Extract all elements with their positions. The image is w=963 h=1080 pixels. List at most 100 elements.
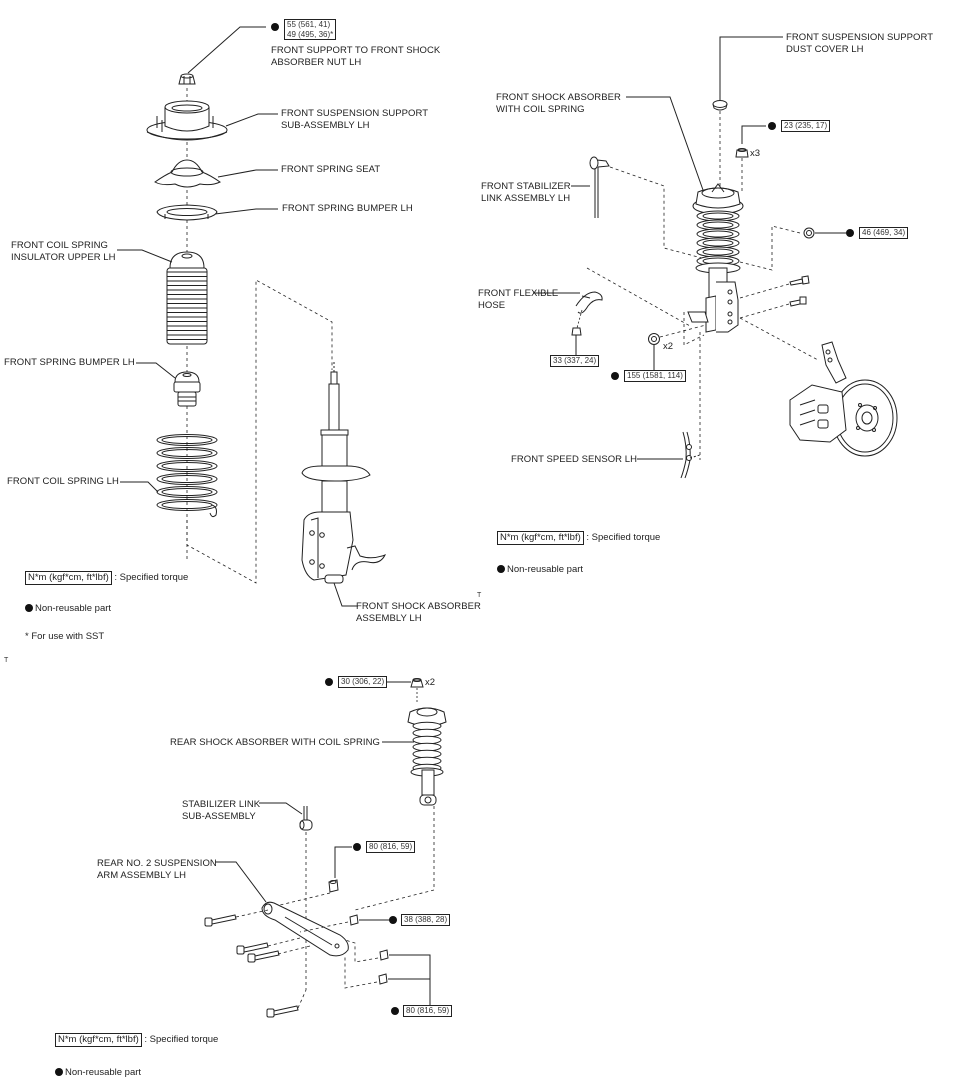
dust-cover-part	[712, 100, 728, 111]
legend-torque-unit: N*m (kgf*cm, ft*lbf)	[55, 1033, 142, 1047]
coil-turn	[412, 735, 442, 745]
rear-shock-with-coil-spring-part	[407, 707, 447, 806]
bellows-ribs	[167, 271, 207, 340]
knuckle-nut-part	[648, 333, 660, 345]
non-reusable-dot-icon	[497, 565, 505, 573]
coil-turn	[156, 460, 218, 472]
label-front-coil-spring-insulator: FRONT COIL SPRING INSULATOR UPPER LH	[11, 240, 116, 263]
legend-non-reusable: Non-reusable part	[55, 1067, 141, 1079]
coil-turn-inner	[161, 475, 213, 483]
legend-torque: N*m (kgf*cm, ft*lbf) : Specified torque	[25, 571, 188, 585]
coil-turn	[412, 721, 442, 731]
coil-turn-inner	[702, 239, 734, 247]
front-shock-absorber-assembly-part	[301, 362, 387, 607]
coil-turn	[156, 499, 218, 511]
torque-rear-arm-nut: 38 (388, 28)	[401, 914, 451, 926]
rear-stabilizer-link-part	[299, 806, 313, 831]
torque-upper-nuts: 23 (235, 17)	[781, 120, 831, 132]
non-reusable-marker	[611, 372, 619, 380]
qty-knuckle-nuts: x2	[663, 341, 674, 352]
legend-sst-note: * For use with SST	[25, 631, 105, 642]
legend-non-reusable-text: Non-reusable part	[35, 603, 112, 614]
label-rear-stabilizer-link: STABILIZER LINK SUB-ASSEMBLY	[182, 799, 261, 822]
legend-torque-desc: : Specified torque	[144, 1034, 219, 1045]
torque-support-nut: 55 (561, 41) 49 (495, 36)*	[284, 19, 337, 40]
qty-rear-upper-nuts: x2	[425, 677, 436, 688]
coil-turn-inner	[161, 436, 213, 444]
coil-turn	[156, 434, 218, 446]
spring-bumper-upper-part	[156, 204, 218, 221]
coil-turn-inner	[702, 248, 734, 256]
torque-rear-upper-nuts: 30 (306, 22)	[338, 676, 388, 688]
front-flexible-hose-part	[575, 291, 603, 314]
rear-arm-nut-part	[349, 914, 359, 926]
section-marker: T	[4, 657, 9, 664]
torque-hose-bolt: 33 (337, 24)	[550, 355, 600, 367]
label-front-spring-bumper-upper: FRONT SPRING BUMPER LH	[282, 203, 413, 214]
label-front-spring-seat: FRONT SPRING SEAT	[281, 164, 381, 175]
steering-knuckle-brake-part	[789, 341, 898, 457]
rear-upper-nut-part	[410, 678, 424, 688]
non-reusable-dot-icon	[55, 1068, 63, 1076]
rear-suspension-arm-part	[261, 901, 349, 957]
coil-turn-inner	[161, 488, 213, 496]
section-marker: T	[477, 592, 482, 599]
bolt-shank	[273, 1005, 299, 1016]
non-reusable-marker	[846, 229, 854, 237]
coil-turn	[156, 447, 218, 459]
label-rear-shock-with-coil-spring: REAR SHOCK ABSORBER WITH COIL SPRING	[170, 737, 380, 748]
front-speed-sensor-part	[680, 431, 692, 479]
hose-bolt-part	[571, 327, 582, 342]
coil-turn-inner	[702, 212, 734, 220]
non-reusable-marker	[391, 1007, 399, 1015]
bolt-head	[204, 917, 213, 927]
legend-non-reusable: Non-reusable part	[497, 564, 583, 576]
label-front-speed-sensor: FRONT SPEED SENSOR LH	[511, 454, 637, 465]
bolt-shank	[211, 914, 237, 925]
front-shock-with-coil-spring-part	[687, 183, 744, 333]
torque-stabilizer-nut: 46 (469, 34)	[859, 227, 909, 239]
coil-turn-inner	[702, 230, 734, 238]
coil-spring-insulator-part	[166, 251, 208, 345]
bolt-head	[266, 1008, 275, 1018]
upper-nut-part	[735, 148, 749, 158]
coil-turn	[156, 486, 218, 498]
non-reusable-marker	[325, 678, 333, 686]
rear-arm-bolts-part	[204, 909, 311, 1018]
label-front-suspension-support: FRONT SUSPENSION SUPPORT SUB-ASSEMBLY LH	[281, 108, 429, 131]
spring-seat-part	[154, 159, 221, 188]
non-reusable-dot-icon	[25, 604, 33, 612]
coil-turn	[412, 742, 442, 752]
bolt-shank	[254, 950, 280, 961]
rear-stabilizer-nut-part	[328, 879, 339, 893]
qty-upper-nuts: x3	[750, 148, 761, 159]
label-front-stabilizer-link: FRONT STABILIZER LINK ASSEMBLY LH	[481, 181, 571, 204]
legend-torque-unit: N*m (kgf*cm, ft*lbf)	[25, 571, 112, 585]
legend-torque-desc: : Specified torque	[114, 572, 189, 583]
coil-turn-inner	[161, 462, 213, 470]
coil-turn-inner	[702, 221, 734, 229]
non-reusable-marker	[271, 23, 279, 31]
non-reusable-marker	[353, 843, 361, 851]
rear-lower-nut-1-part	[379, 949, 389, 961]
legend-non-reusable-text: Non-reusable part	[507, 564, 584, 575]
legend-torque: N*m (kgf*cm, ft*lbf) : Specified torque	[497, 531, 660, 545]
suspension-support-part	[146, 100, 228, 141]
coil-turn	[412, 728, 442, 738]
coil-turn-inner	[161, 449, 213, 457]
torque-rear-lower-nuts: 80 (816, 59)	[403, 1005, 453, 1017]
label-front-flexible-hose: FRONT FLEXIBLE HOSE	[478, 288, 559, 311]
legend-torque: N*m (kgf*cm, ft*lbf) : Specified torque	[55, 1033, 218, 1047]
routing-line	[267, 937, 301, 947]
rear-lower-nut-2-part	[378, 973, 388, 985]
knuckle-bolt-upper-part	[789, 275, 810, 286]
label-front-shock-with-coil-spring: FRONT SHOCK ABSORBER WITH COIL SPRING	[496, 92, 621, 115]
label-front-spring-bumper-lower: FRONT SPRING BUMPER LH	[4, 357, 135, 368]
coil-spring-part	[156, 434, 218, 511]
label-rear-suspension-arm: REAR NO. 2 SUSPENSION ARM ASSEMBLY LH	[97, 858, 217, 881]
support-nut-part	[178, 73, 196, 85]
stabilizer-nut-part	[803, 227, 815, 239]
bolt-shank	[243, 942, 269, 953]
routing-line	[277, 945, 311, 955]
